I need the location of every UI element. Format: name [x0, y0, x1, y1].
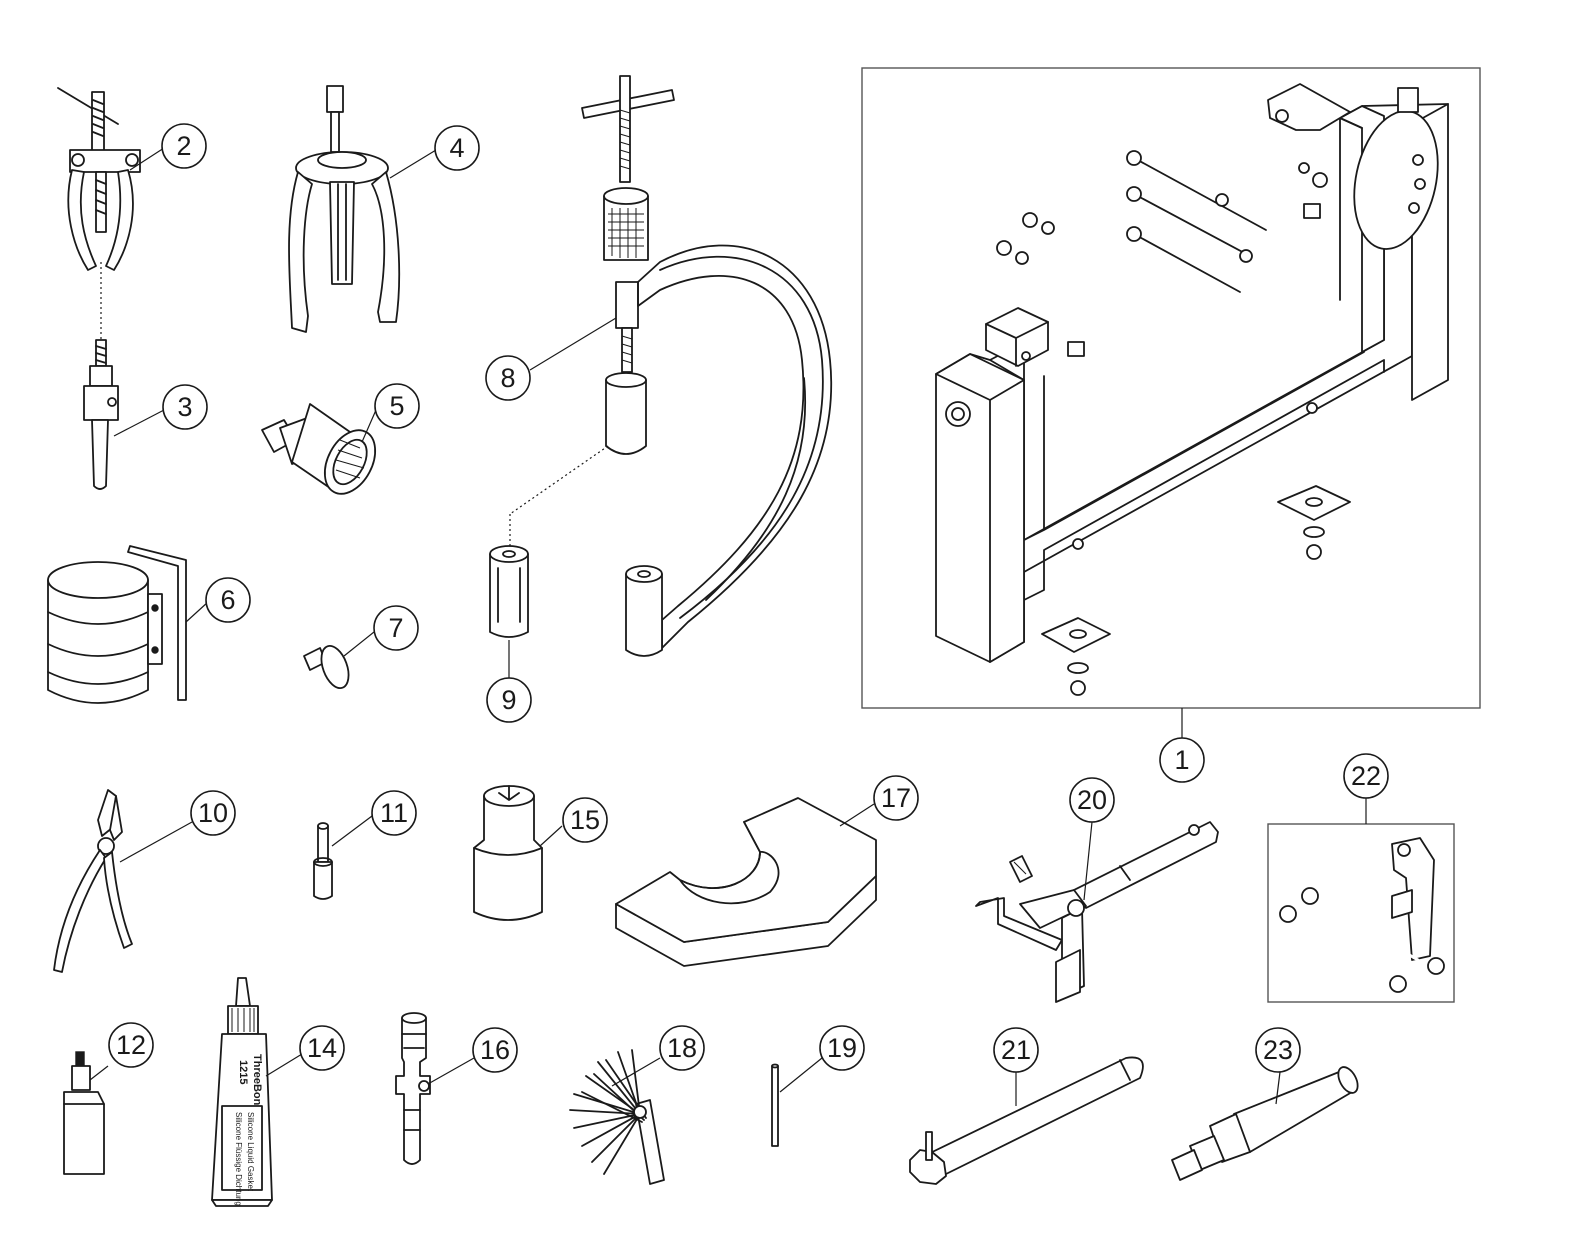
- callout-20: 20: [1069, 777, 1115, 823]
- callout-16: 16: [472, 1027, 518, 1073]
- tool-5-driver-attachment: [261, 403, 377, 495]
- stand-bolts: [996, 150, 1321, 456]
- callout-7: 7: [373, 605, 419, 651]
- tool-6-ring-compressor: [47, 545, 187, 704]
- callout-14: 14: [299, 1025, 345, 1071]
- engine-stand-frame-box: [861, 67, 1481, 709]
- callout-5: 5: [374, 383, 420, 429]
- bracket-kit-box: [1267, 823, 1455, 1003]
- callout-17-label: 17: [881, 783, 911, 813]
- callout-5-label: 5: [389, 391, 404, 421]
- callout-4: 4: [434, 125, 480, 171]
- callout-leaders: [89, 147, 1367, 1106]
- tool-3-puller-adapter: [83, 339, 119, 490]
- callout-9: 9: [486, 677, 532, 723]
- tool-14-sealant-tube: ThreeBond 1215 Silicone Liquid Gasket Si…: [211, 977, 273, 1207]
- callout-23: 23: [1255, 1027, 1301, 1073]
- callout-22: 22: [1343, 753, 1389, 799]
- callout-19: 19: [819, 1025, 865, 1071]
- callout-22-label: 22: [1351, 761, 1381, 791]
- callout-15: 15: [562, 797, 608, 843]
- callout-3: 3: [162, 384, 208, 430]
- tube-code-text: 1215: [237, 1060, 249, 1084]
- tube-line2-text: Silicone Flüssige Dichtung: [234, 1112, 243, 1206]
- tool-12-threadlock-bottle: [63, 1051, 105, 1175]
- callout-16-label: 16: [480, 1035, 510, 1065]
- tool-11-drift: [313, 822, 333, 900]
- tool-1-engine-stand: [861, 67, 1481, 738]
- tool-4-three-jaw-puller: [288, 85, 401, 333]
- tool-17-support-plate: [615, 797, 877, 967]
- callout-23-label: 23: [1263, 1035, 1293, 1065]
- tool-19-pin: [771, 1063, 779, 1147]
- callout-21: 21: [993, 1027, 1039, 1073]
- callout-20-label: 20: [1077, 785, 1107, 815]
- callout-9-label: 9: [501, 685, 516, 715]
- tool-16-plug-wrench: [395, 1012, 431, 1165]
- callout-1-label: 1: [1174, 745, 1189, 775]
- callout-19-label: 19: [827, 1033, 857, 1063]
- tool-23-driver: [1171, 1066, 1359, 1181]
- callout-6: 6: [205, 577, 251, 623]
- callout-10-label: 10: [198, 798, 228, 828]
- callout-7-label: 7: [388, 613, 403, 643]
- callout-12-label: 12: [116, 1030, 146, 1060]
- callout-4-label: 4: [449, 133, 464, 163]
- tool-2-two-jaw-puller: [57, 87, 141, 340]
- callout-2-label: 2: [176, 131, 191, 161]
- tool-21-flywheel-holder: [909, 1056, 1144, 1185]
- callout-6-label: 6: [220, 585, 235, 615]
- tool-22-bracket-kit: [1267, 823, 1455, 1003]
- callout-21-label: 21: [1001, 1035, 1031, 1065]
- tool-9-valve-adapter: [489, 545, 529, 638]
- callout-11: 11: [371, 790, 417, 836]
- callout-18: 18: [659, 1025, 705, 1071]
- callout-8: 8: [485, 355, 531, 401]
- tube-line1-text: Silicone Liquid Gasket: [246, 1112, 255, 1192]
- tool-7-pin: [303, 645, 350, 689]
- callout-8-label: 8: [500, 363, 515, 393]
- tool-18-feeler-gauge: [569, 1049, 665, 1185]
- callout-1: 1: [1159, 737, 1205, 783]
- tool-10-circlip-pliers: [53, 789, 133, 973]
- callout-2: 2: [161, 123, 207, 169]
- callout-14-label: 14: [307, 1033, 337, 1063]
- callout-15-label: 15: [570, 805, 600, 835]
- callout-18-label: 18: [667, 1033, 697, 1063]
- tool-15-socket: [473, 785, 543, 921]
- tool-8-valve-spring-compressor: [509, 75, 833, 657]
- callout-12: 12: [108, 1022, 154, 1068]
- callout-3-label: 3: [177, 392, 192, 422]
- tube-brand-text: ThreeBond: [251, 1054, 263, 1112]
- callout-17: 17: [873, 775, 919, 821]
- callout-10: 10: [190, 790, 236, 836]
- tool-20-clutch-holder: [975, 821, 1219, 1003]
- callout-11-label: 11: [380, 798, 408, 828]
